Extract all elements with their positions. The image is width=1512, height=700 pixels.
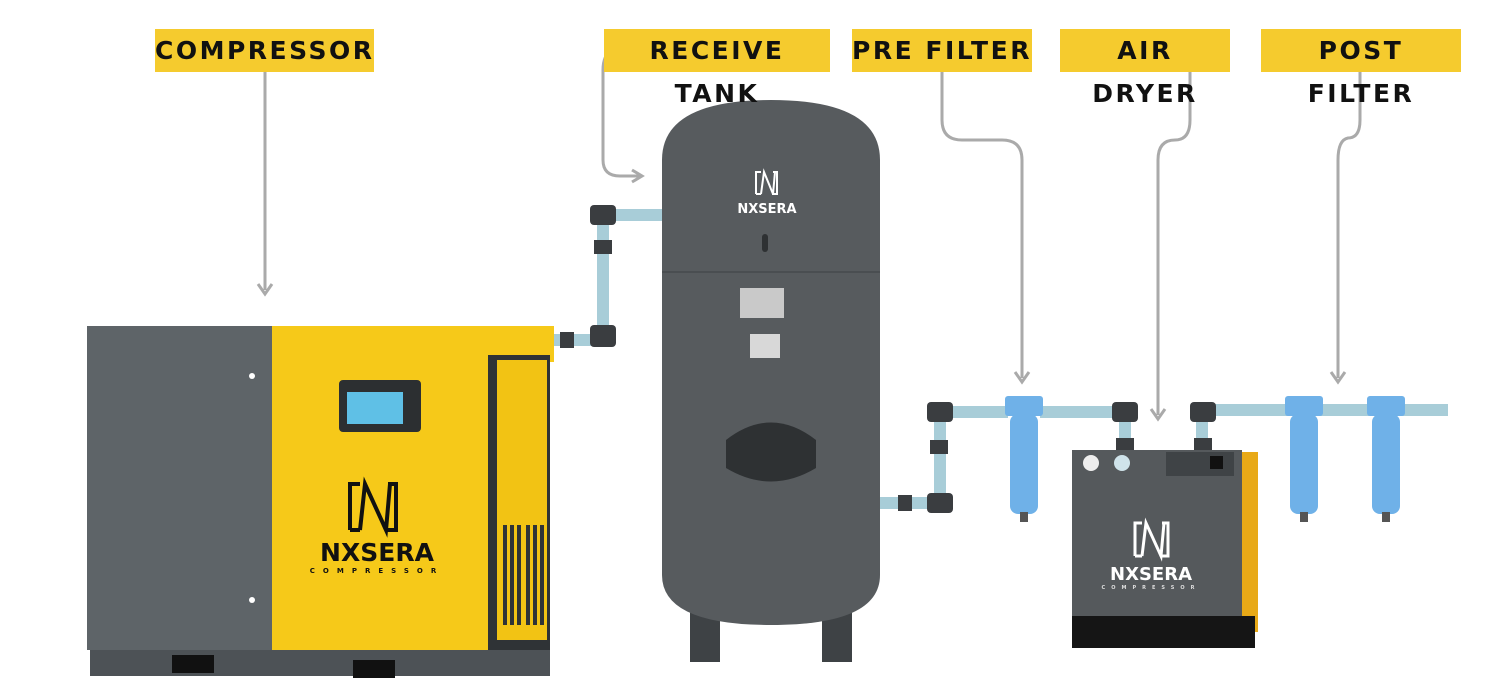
compressor-unit: NXSERA COMPRESSOR — [87, 326, 554, 678]
brand-name: NXSERA — [1110, 564, 1192, 585]
brand-subtitle: COMPRESSOR — [310, 567, 444, 575]
post-filter-unit-1 — [1285, 396, 1323, 522]
label-compressor: COMPRESSOR — [155, 29, 374, 72]
dryer-logo: NXSERA COMPRESSOR — [1102, 517, 1201, 591]
brand-subtitle: COMPRESSOR — [1102, 585, 1201, 591]
post-filter-unit-2 — [1367, 396, 1405, 522]
compressor-logo: NXSERA COMPRESSOR — [310, 476, 444, 575]
label-air-dryer: AIR DRYER — [1060, 29, 1230, 108]
tank-logo: NXSERA — [737, 168, 797, 217]
pipes — [548, 205, 1448, 513]
arrow-postfilter — [1329, 371, 1347, 385]
brand-name: NXSERA — [737, 202, 796, 217]
arrow-prefilter — [1013, 371, 1031, 385]
connector-dryer — [1156, 72, 1192, 415]
air-dryer-unit: NXSERA COMPRESSOR — [1072, 450, 1258, 648]
receive-tank: NXSERA — [662, 100, 880, 662]
arrow-dryer — [1149, 408, 1167, 422]
label-receive-tank: RECEIVE TANK — [604, 29, 830, 108]
pre-filter-unit — [1005, 396, 1043, 522]
connector-prefilter — [940, 72, 1024, 378]
brand-name: NXSERA — [320, 538, 435, 567]
arrow-tank — [631, 168, 645, 184]
arrow-compressor — [256, 283, 274, 297]
label-pre-filter: PRE FILTER — [852, 29, 1032, 72]
label-post-filter: POST FILTER — [1261, 29, 1461, 108]
connector-postfilter — [1336, 72, 1362, 378]
